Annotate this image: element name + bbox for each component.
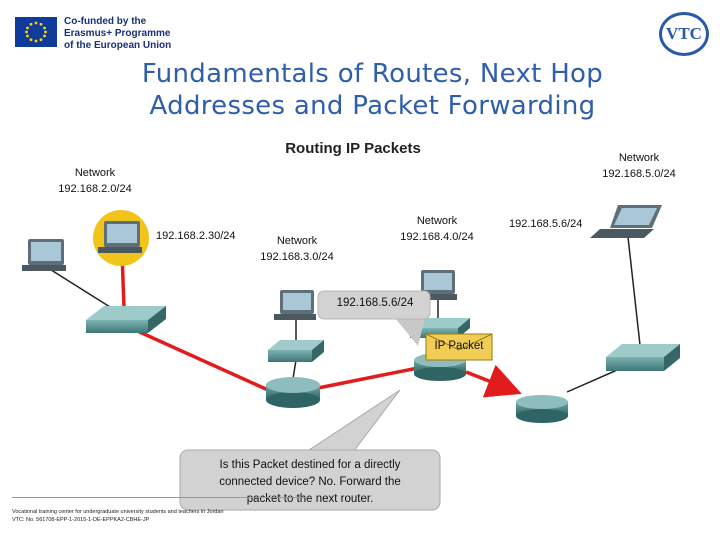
pc-icon-4 <box>415 270 457 300</box>
packet-path <box>120 251 522 398</box>
footer-text: Vocational training center for undergrad… <box>12 509 224 523</box>
bubble-destination-ip: 192.168.5.6/24 <box>336 297 414 309</box>
router-icon-3 <box>516 395 568 423</box>
network-label-192-168-2-0: Network 192.168.2.0/24 <box>58 167 132 195</box>
laptop-icon-destination <box>590 205 662 238</box>
callout-text: Is this Packet destined for a directly c… <box>219 459 401 505</box>
eu-funding-text: Co-funded by the Erasmus+ Programme of t… <box>64 16 172 51</box>
router-callout <box>179 389 441 511</box>
ip-packet-icon <box>425 333 493 361</box>
footer-divider <box>12 497 312 498</box>
switch-icon-1 <box>86 306 166 333</box>
link-pc1-switch1 <box>47 267 119 313</box>
pc-icon-1 <box>22 239 66 271</box>
host-ip-label-destination: 192.168.5.6/24 <box>509 218 583 230</box>
router-icon-1 <box>266 377 320 408</box>
host-ip-label-source: 192.168.2.30/24 <box>156 230 236 242</box>
destination-bubble <box>317 290 431 346</box>
eu-flag-icon <box>15 17 57 47</box>
vtc-logo-text: VTC <box>666 24 702 43</box>
diagram-title: Routing IP Packets <box>285 140 421 157</box>
slide-title: Fundamentals of Routes, Next Hop Address… <box>141 59 604 121</box>
ip-packet-label: IP Packet <box>434 340 484 352</box>
switch-icon-2 <box>268 340 324 362</box>
switch-icon-3 <box>410 318 470 338</box>
network-label-192-168-4-0: Network 192.168.4.0/24 <box>400 215 474 243</box>
network-label-192-168-5-0: Network 192.168.5.0/24 <box>602 152 676 180</box>
network-label-192-168-3-0: Network 192.168.3.0/24 <box>260 235 334 263</box>
switch-icon-4 <box>606 344 680 371</box>
link-switch4-laptop <box>627 236 641 346</box>
vtc-logo: VTC <box>659 12 709 56</box>
pc-icon-3 <box>274 290 316 320</box>
pc-icon-source <box>98 221 142 253</box>
